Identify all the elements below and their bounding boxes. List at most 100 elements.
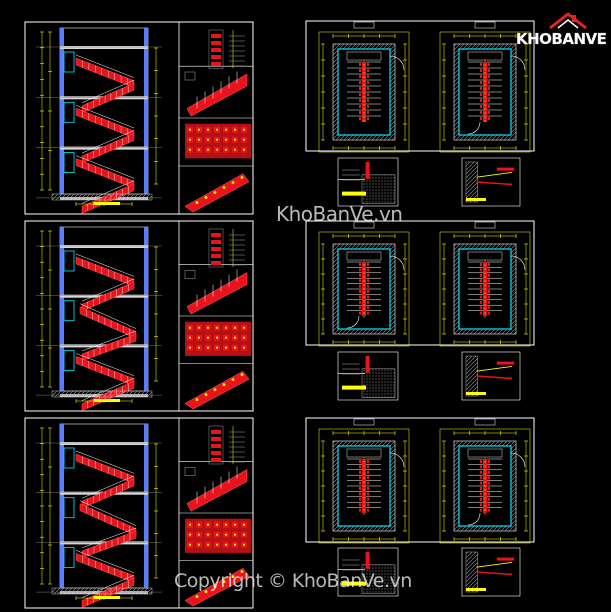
window — [63, 300, 75, 322]
stair-core — [59, 226, 149, 392]
title-bar — [94, 399, 120, 402]
plan-sheet — [305, 417, 535, 597]
stair-flight — [81, 278, 135, 312]
sheet-frame — [305, 20, 535, 152]
dimension-frame — [318, 428, 410, 544]
door-swing — [389, 55, 405, 71]
right-wall — [144, 28, 148, 194]
plan-interior — [458, 248, 512, 330]
window — [63, 497, 75, 519]
sheet-frame — [305, 220, 535, 346]
left-wall — [60, 227, 64, 391]
door-swing — [467, 512, 481, 526]
plan-interior — [458, 48, 512, 136]
baluster — [211, 240, 221, 244]
dimension-frame — [318, 31, 410, 153]
foundation — [51, 587, 153, 595]
detail-frame — [337, 351, 399, 401]
baluster — [211, 458, 221, 462]
wall-section — [465, 161, 478, 203]
section-sheet — [24, 417, 254, 609]
stair-core — [59, 423, 149, 589]
grid-bubble — [474, 221, 496, 229]
concrete-section — [361, 174, 396, 204]
concrete-section — [361, 368, 396, 398]
section-sheet — [24, 220, 254, 412]
door-swing — [346, 315, 360, 329]
window — [63, 447, 75, 469]
stair-core — [59, 27, 149, 195]
floor-slab — [60, 46, 148, 49]
house-roof-icon — [549, 12, 587, 30]
window — [63, 152, 75, 174]
wall-section — [465, 551, 478, 593]
dimension-frame — [439, 428, 531, 544]
stair-section-sheets — [24, 21, 254, 609]
stair-detail — [184, 173, 250, 213]
window — [63, 349, 75, 371]
grid-bubble — [353, 21, 375, 29]
window — [63, 51, 75, 73]
stair-flight — [81, 527, 137, 559]
stair-plan — [318, 21, 410, 153]
baluster — [211, 254, 221, 258]
title-bar — [94, 596, 120, 599]
door-swing — [389, 452, 405, 468]
detail-frame — [461, 547, 521, 597]
label-bar — [466, 392, 486, 395]
baluster — [211, 34, 221, 38]
grid-bubble — [474, 21, 496, 29]
title-bar — [94, 202, 120, 205]
stair-plan — [439, 221, 531, 347]
brand-logo — [510, 8, 608, 52]
stair-flight — [79, 500, 137, 536]
detail-box — [461, 547, 521, 597]
plan-interior — [337, 248, 391, 330]
post — [365, 552, 370, 569]
plan-interior — [458, 445, 512, 527]
baluster — [211, 62, 221, 66]
stair-flight — [81, 79, 135, 114]
label-bar — [342, 191, 366, 196]
railing-detail — [208, 425, 224, 465]
plan-sheet — [305, 20, 535, 207]
baluster — [211, 261, 221, 265]
stair-slope-detail — [186, 469, 248, 512]
detail-box — [461, 351, 521, 401]
plan-interior — [337, 445, 391, 527]
foundation — [51, 390, 153, 398]
dimension-frame — [439, 231, 531, 347]
detail-box — [337, 157, 399, 207]
stair-flight — [75, 450, 135, 484]
right-wall — [144, 227, 148, 391]
dimension-frame — [439, 31, 531, 153]
door-swing — [389, 255, 405, 271]
label-bar — [342, 385, 366, 390]
door-swing — [510, 55, 526, 71]
grid-bubble — [353, 221, 375, 229]
detail-frame — [337, 157, 399, 207]
plan-sheet — [305, 220, 535, 401]
left-wall — [60, 424, 64, 588]
baluster — [211, 48, 221, 52]
floor-slab — [60, 442, 148, 445]
logo-text: KHOBANVE — [516, 30, 607, 48]
stair-flight — [75, 155, 135, 189]
label-bar — [342, 581, 366, 586]
stair-slope-detail — [186, 73, 248, 117]
railing-detail — [208, 29, 224, 69]
stair-plan — [439, 21, 531, 153]
baluster — [211, 41, 221, 45]
stair-plan — [318, 221, 410, 347]
stair-plan — [439, 418, 531, 544]
left-wall — [60, 28, 64, 194]
plan-interior — [337, 48, 391, 136]
stair-detail — [184, 370, 250, 410]
label-bar — [466, 588, 486, 591]
railing-detail — [208, 228, 224, 268]
watermark-center: KhoBanVe.vn — [276, 202, 403, 226]
window — [63, 250, 75, 272]
grid-bubble — [474, 418, 496, 426]
door-swing — [510, 255, 526, 271]
